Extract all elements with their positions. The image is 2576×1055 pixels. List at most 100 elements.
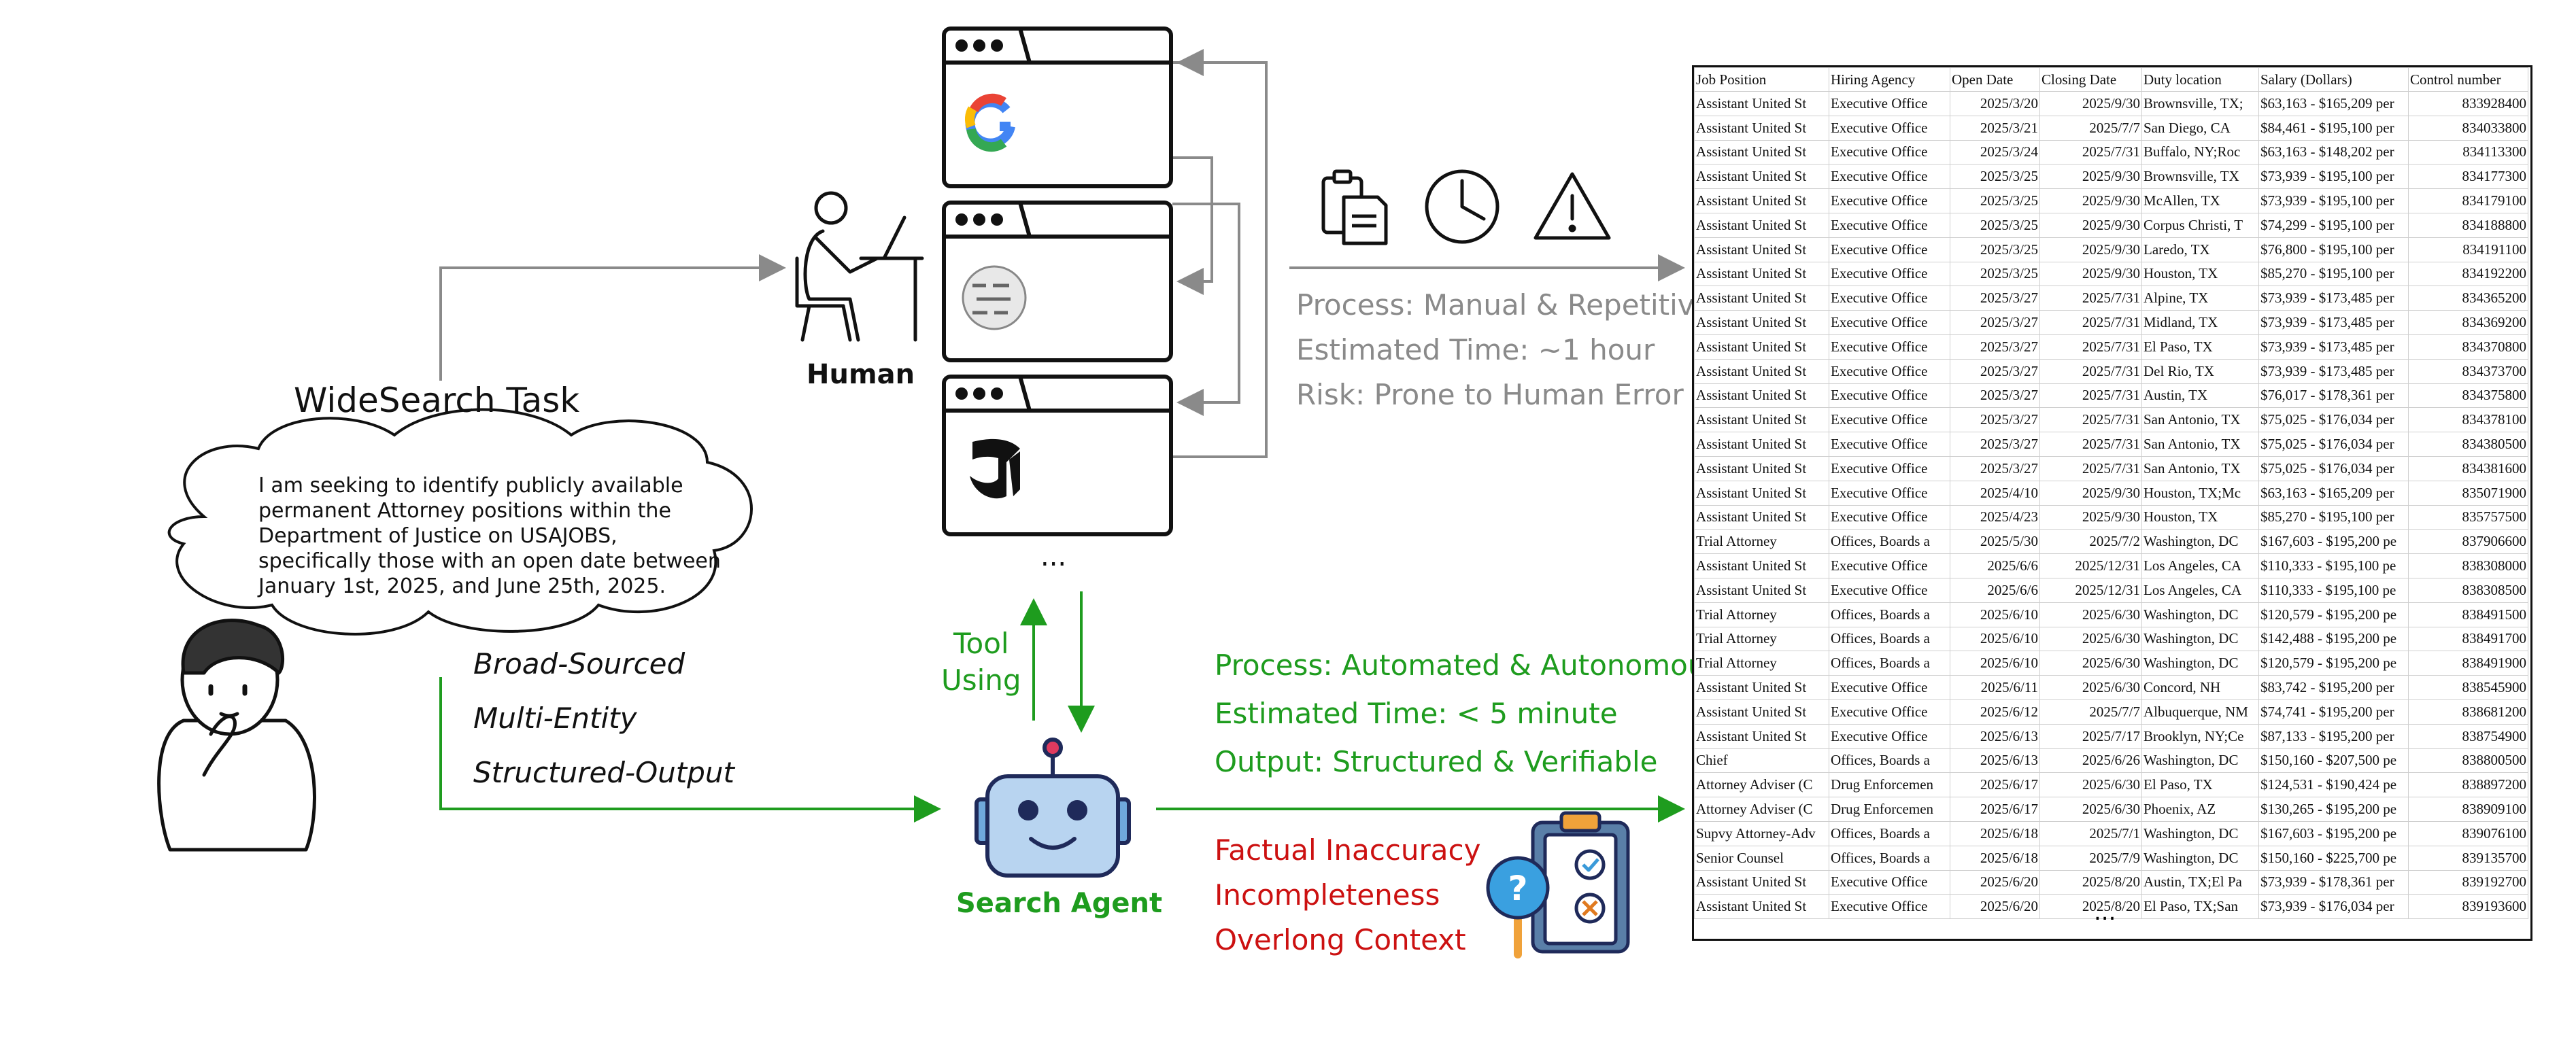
table-cell: 834375800 bbox=[2408, 383, 2528, 409]
table-cell: Assistant United St bbox=[1694, 407, 1829, 433]
table-cell: El Paso, TX bbox=[2141, 772, 2259, 798]
table-cell: Offices, Boards a bbox=[1829, 845, 1950, 871]
table-cell: 2025/7/9 bbox=[2039, 845, 2142, 871]
table-cell: 2025/6/30 bbox=[2039, 675, 2142, 700]
table-cell: 2025/6/10 bbox=[1950, 651, 2040, 676]
table-cell: Trial Attorney bbox=[1694, 626, 1829, 652]
table-cell: Assistant United St bbox=[1694, 504, 1829, 530]
table-cell: $73,939 - $173,485 per bbox=[2258, 358, 2409, 384]
table-cell: $76,017 - $178,361 per bbox=[2258, 383, 2409, 409]
browser-wikipedia bbox=[942, 201, 1173, 362]
human-icon bbox=[795, 191, 924, 342]
search-agent-label: Search Agent bbox=[956, 888, 1163, 919]
table-cell: McAllen, TX bbox=[2141, 188, 2259, 213]
table-cell: Assistant United St bbox=[1694, 675, 1829, 700]
human-flow-arrows bbox=[439, 49, 1685, 458]
tool-label-line1: Tool bbox=[953, 627, 1009, 660]
human-risk-note: Risk: Prone to Human Error bbox=[1296, 378, 1684, 411]
table-cell: Phoenix, AZ bbox=[2141, 797, 2259, 822]
table-cell: San Antonio, TX bbox=[2141, 407, 2259, 433]
table-cell: 2025/6/10 bbox=[1950, 602, 2040, 627]
table-cell: 2025/3/27 bbox=[1950, 432, 2040, 457]
table-cell: $110,333 - $195,100 pe bbox=[2258, 553, 2409, 578]
table-cell: Assistant United St bbox=[1694, 212, 1829, 238]
nyt-logo bbox=[970, 438, 1020, 499]
table-cell: Drug Enforcemen bbox=[1829, 797, 1950, 822]
table-cell: 839135700 bbox=[2408, 845, 2528, 871]
table-cell: Washington, DC bbox=[2141, 626, 2259, 652]
table-cell: 834113300 bbox=[2408, 139, 2528, 165]
table-cell: Executive Office bbox=[1829, 480, 1950, 506]
table-cell: 838545900 bbox=[2408, 675, 2528, 700]
table-cell: $150,160 - $207,500 pe bbox=[2258, 748, 2409, 774]
table-cell: $63,163 - $165,209 per bbox=[2258, 91, 2409, 116]
task-to-agent-arrow bbox=[439, 677, 941, 823]
issue-incompleteness: Incompleteness bbox=[1215, 878, 1440, 912]
table-cell: $83,742 - $195,200 per bbox=[2258, 675, 2409, 700]
table-cell: Washington, DC bbox=[2141, 651, 2259, 676]
table-cell: El Paso, TX bbox=[2141, 334, 2259, 360]
table-cell: 834192200 bbox=[2408, 261, 2528, 287]
table-cell: Offices, Boards a bbox=[1829, 820, 1950, 846]
table-cell: 838909100 bbox=[2408, 797, 2528, 822]
table-cell: Senior Counsel bbox=[1694, 845, 1829, 871]
table-cell: San Diego, CA bbox=[2141, 115, 2259, 141]
clock-icon bbox=[1425, 169, 1499, 244]
table-cell: 2025/3/25 bbox=[1950, 212, 2040, 238]
table-cell: Executive Office bbox=[1829, 894, 1950, 920]
table-cell: Assistant United St bbox=[1694, 432, 1829, 457]
table-cell: 2025/9/30 bbox=[2039, 504, 2142, 530]
table-cell: $85,270 - $195,100 per bbox=[2258, 261, 2409, 287]
table-cell: 2025/6/18 bbox=[1950, 820, 2040, 846]
table-cell: $75,025 - $176,034 per bbox=[2258, 432, 2409, 457]
table-cell: Executive Office bbox=[1829, 286, 1950, 311]
table-cell: 2025/7/7 bbox=[2039, 115, 2142, 141]
table-cell: 838754900 bbox=[2408, 723, 2528, 749]
table-cell: 834365200 bbox=[2408, 286, 2528, 311]
table-cell: Assistant United St bbox=[1694, 553, 1829, 578]
table-cell: 2025/3/25 bbox=[1950, 237, 2040, 262]
browser-loop-middle bbox=[1172, 203, 1240, 416]
table-cell: 2025/6/17 bbox=[1950, 797, 2040, 822]
table-cell: Chief bbox=[1694, 748, 1829, 774]
table-cell: 2025/4/23 bbox=[1950, 504, 2040, 530]
tool-label-line2: Using bbox=[941, 663, 1021, 697]
table-cell: Supvy Attorney-Adv bbox=[1694, 820, 1829, 846]
table-cell: $75,025 - $176,034 per bbox=[2258, 407, 2409, 433]
table-cell: 834033800 bbox=[2408, 115, 2528, 141]
table-cell: Houston, TX bbox=[2141, 261, 2259, 287]
table-cell: 2025/6/6 bbox=[1950, 553, 2040, 578]
table-cell: 2025/6/13 bbox=[1950, 748, 2040, 774]
table-cell: 2025/3/27 bbox=[1950, 286, 2040, 311]
table-cell: San Antonio, TX bbox=[2141, 432, 2259, 457]
table-cell: Washington, DC bbox=[2141, 820, 2259, 846]
table-cell: Midland, TX bbox=[2141, 310, 2259, 335]
clipboard-icon bbox=[1321, 169, 1388, 245]
table-cell: 2025/7/31 bbox=[2039, 455, 2142, 481]
table-cell: Washington, DC bbox=[2141, 845, 2259, 871]
table-cell: Austin, TX;El Pa bbox=[2141, 869, 2259, 895]
table-cell: Executive Office bbox=[1829, 504, 1950, 530]
warning-icon bbox=[1533, 172, 1611, 240]
table-cell: 2025/7/31 bbox=[2039, 310, 2142, 335]
table-cell: Executive Office bbox=[1829, 407, 1950, 433]
table-cell: San Antonio, TX bbox=[2141, 455, 2259, 481]
human-process-note: Process: Manual & Repetitive bbox=[1296, 288, 1712, 322]
table-cell: $120,579 - $195,200 pe bbox=[2258, 602, 2409, 627]
table-cell: 834369200 bbox=[2408, 310, 2528, 335]
table-cell: Assistant United St bbox=[1694, 310, 1829, 335]
table-cell: 838681200 bbox=[2408, 699, 2528, 725]
